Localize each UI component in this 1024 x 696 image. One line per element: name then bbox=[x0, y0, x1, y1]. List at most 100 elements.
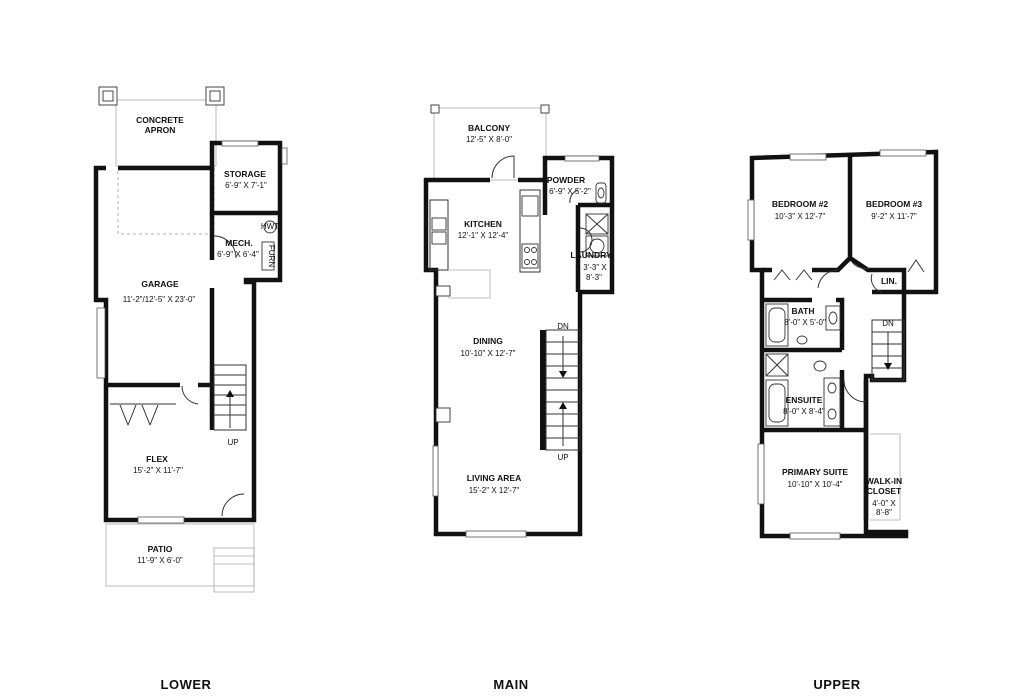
apron-label-1: CONCRETE bbox=[136, 115, 184, 125]
walk-in-shelving bbox=[870, 433, 901, 521]
bed3-dim: 9'-2" X 11'-7" bbox=[871, 212, 917, 221]
primary-bottom-window bbox=[789, 532, 841, 540]
main-stair bbox=[545, 329, 581, 451]
balcony-dim: 12'-5" X 8'-0" bbox=[466, 135, 512, 144]
garage-dim: 11'-2"/12'-5" X 23'-0" bbox=[123, 295, 196, 304]
lower-floor-title: LOWER bbox=[161, 677, 212, 692]
patio bbox=[105, 523, 255, 587]
mech-label: MECH. bbox=[225, 238, 252, 248]
dining-label: DINING bbox=[473, 336, 503, 346]
balcony-post-left bbox=[430, 104, 440, 114]
storage-label: STORAGE bbox=[224, 169, 266, 179]
primary-dim: 10'-10" X 10'-4" bbox=[788, 480, 843, 489]
bath-toilet bbox=[796, 335, 808, 345]
bed2-side-window bbox=[747, 199, 755, 241]
laundry-dim-1: 3'-3" X bbox=[583, 263, 607, 272]
upper-floor-plan: DN BEDROOM #2 10'-3" X 12'-7" BEDROOM #3… bbox=[747, 149, 939, 540]
bedroom-partition bbox=[847, 156, 907, 292]
main-pillar-2 bbox=[435, 407, 451, 423]
flex-closet-doors bbox=[110, 403, 176, 426]
balcony-post-right bbox=[540, 104, 550, 114]
kitchen-dim: 12'-1" X 12'-4" bbox=[458, 231, 509, 240]
powder-label: POWDER bbox=[547, 175, 585, 185]
patio-dim: 11'-9" X 6'-0" bbox=[137, 556, 183, 565]
flex-window bbox=[137, 516, 185, 524]
primary-label: PRIMARY SUITE bbox=[782, 467, 848, 477]
garage-door-outline bbox=[117, 167, 215, 235]
lower-stair-up-label: UP bbox=[227, 438, 238, 447]
living-dim: 15'-2" X 12'-7" bbox=[469, 486, 520, 495]
entry-door-swing bbox=[221, 493, 245, 517]
living-window-bottom bbox=[465, 530, 527, 538]
ensuite-door-swing bbox=[843, 379, 867, 403]
apron-post-left bbox=[98, 86, 118, 106]
patio-label: PATIO bbox=[148, 544, 173, 554]
mech-door-swing bbox=[213, 235, 237, 259]
bed2-bottom-wall bbox=[762, 256, 852, 273]
living-label: LIVING AREA bbox=[467, 473, 521, 483]
powder-door-swing bbox=[569, 189, 579, 204]
bed3-closet-doors bbox=[907, 259, 925, 273]
closet-label-1: WALK-IN bbox=[866, 476, 902, 486]
bed3-door-swing bbox=[851, 261, 871, 269]
bed2-dim: 10'-3" X 12'-7" bbox=[775, 212, 826, 221]
hwt-circle bbox=[263, 220, 277, 234]
main-stair-dn-label: DN bbox=[557, 322, 569, 331]
hwt-label: HWT bbox=[261, 222, 279, 231]
living-window-left bbox=[432, 445, 439, 497]
bath-tub bbox=[765, 303, 789, 347]
main-floor-title: MAIN bbox=[493, 677, 528, 692]
ensuite-vanity bbox=[823, 377, 841, 427]
balcony bbox=[433, 107, 547, 181]
main-stair-rail bbox=[540, 330, 546, 450]
laundry-door-swing bbox=[579, 227, 593, 253]
storage-window-2 bbox=[281, 147, 288, 165]
bed2-label: BEDROOM #2 bbox=[772, 199, 828, 209]
apron-post-right bbox=[205, 86, 225, 106]
bed3-window bbox=[879, 149, 927, 157]
ensuite-dim: 8'-0" X 8'-4" bbox=[783, 407, 825, 416]
upper-stair-dn-label: DN bbox=[882, 319, 894, 328]
powder-dim: 6'-9" X 5'-2" bbox=[549, 187, 591, 196]
furnace bbox=[261, 241, 275, 271]
bath-vanity bbox=[825, 305, 841, 331]
garage-window bbox=[96, 307, 106, 379]
mech-dim: 6'-9" X 6'-4" bbox=[217, 250, 259, 259]
bed3-label: BEDROOM #3 bbox=[866, 199, 922, 209]
ensuite-tub bbox=[765, 379, 789, 427]
kitchen-label: KITCHEN bbox=[464, 219, 502, 229]
primary-side-window bbox=[757, 443, 765, 505]
lin-label: LIN. bbox=[881, 276, 897, 286]
kitchen-counter bbox=[429, 189, 541, 299]
ensuite-label: ENSUITE bbox=[786, 395, 823, 405]
furn-label: FURN bbox=[267, 245, 276, 267]
flex-door-swing bbox=[181, 385, 199, 405]
bath-wall bbox=[762, 297, 845, 350]
laundry-dim-2: 8'-3" bbox=[586, 273, 602, 282]
upper-exterior-wall bbox=[749, 149, 939, 539]
main-pillar-1 bbox=[435, 285, 451, 297]
ensuite-toilet bbox=[813, 360, 827, 372]
bed2-window bbox=[789, 153, 827, 161]
ensuite-shower bbox=[765, 353, 789, 377]
lower-floor-plan: HWT FURN UP bbox=[93, 86, 288, 593]
powder-window bbox=[564, 155, 600, 162]
powder-toilet bbox=[595, 182, 607, 204]
main-floor-plan: DN UP BALCONY 12'-5" X 8'-0" KITCHEN 12'… bbox=[423, 104, 615, 538]
laundry-label: LAUNDRY bbox=[570, 250, 612, 260]
garage-label: GARAGE bbox=[141, 279, 179, 289]
closet-label-2: CLOSET bbox=[867, 486, 902, 496]
lower-stair bbox=[213, 364, 247, 431]
lin-door-swing bbox=[870, 273, 883, 293]
closet-dim-1: 4'-0" X bbox=[872, 499, 896, 508]
upper-floor-title: UPPER bbox=[813, 677, 860, 692]
main-stair-up-label: UP bbox=[557, 453, 568, 462]
storage-window bbox=[221, 140, 259, 147]
apron-label-2: APRON bbox=[145, 125, 176, 135]
flex-label: FLEX bbox=[146, 454, 168, 464]
bed2-door-swing bbox=[817, 269, 839, 289]
upper-stair bbox=[871, 319, 905, 381]
concrete-apron bbox=[115, 99, 217, 167]
patio-steps bbox=[213, 547, 255, 593]
